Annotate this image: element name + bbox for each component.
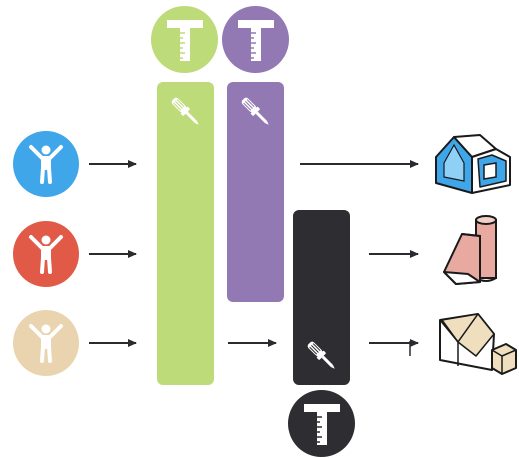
tool-bar-green: [157, 82, 214, 385]
person-icon: [29, 235, 63, 274]
tool-circle-black: [288, 390, 355, 457]
screwdriver-icon: [241, 97, 269, 125]
red-cylinder-model-icon: [443, 215, 497, 285]
tan-block-model-icon: [439, 313, 517, 375]
screwdriver-icon: [171, 97, 199, 125]
tool-bar-purple: [227, 82, 284, 302]
person-circle-tan: [13, 310, 79, 376]
t-square-ruler-icon: [237, 19, 274, 61]
tool-circle-green: [151, 6, 218, 73]
t-square-ruler-icon: [303, 403, 340, 445]
blue-house-model-icon: [435, 134, 511, 194]
screwdriver-icon: [307, 341, 335, 369]
person-circle-red: [13, 221, 79, 287]
person-circle-blue: [13, 131, 79, 197]
t-square-ruler-icon: [166, 19, 203, 61]
tool-circle-purple: [222, 6, 289, 73]
person-icon: [29, 324, 63, 363]
person-icon: [29, 145, 63, 184]
